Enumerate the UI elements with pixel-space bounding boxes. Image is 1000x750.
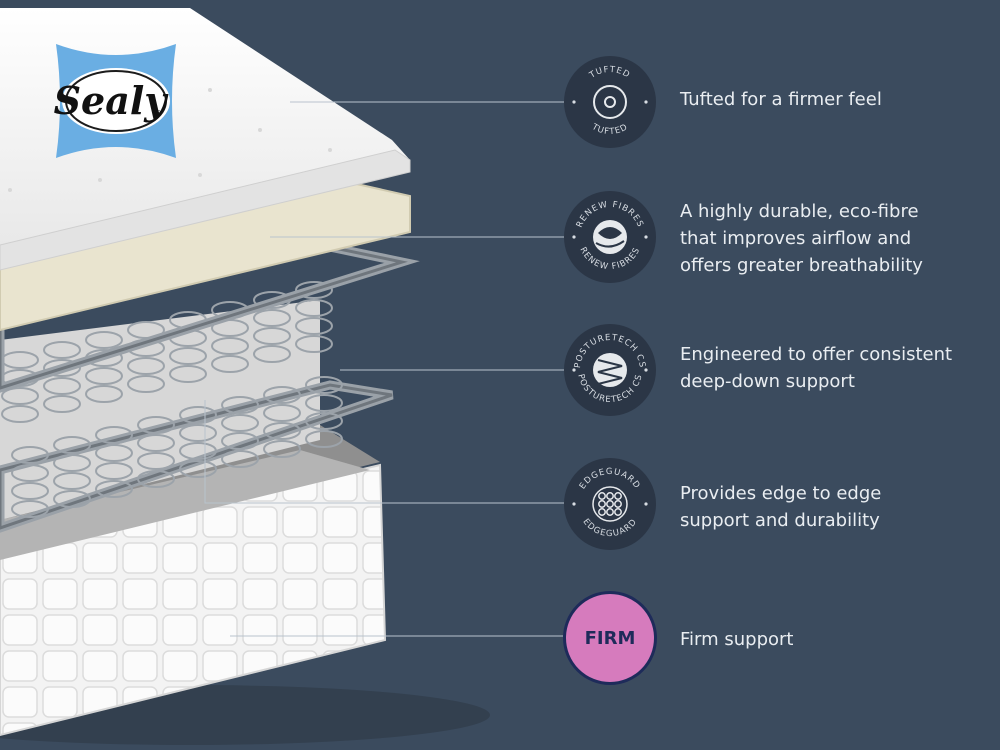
spring-coil [85, 331, 123, 349]
spring-coil [221, 396, 259, 414]
spring-coil [179, 424, 217, 442]
spring-coil [305, 394, 343, 412]
spring-coil [253, 345, 291, 363]
coil-icon [593, 353, 627, 387]
spring-coil [85, 367, 123, 385]
spring-coil [137, 434, 175, 452]
spring-coil [263, 386, 301, 404]
spring-coil [43, 341, 81, 359]
spring-coil [11, 464, 49, 482]
badge-text-bottom: TUFTED [589, 122, 630, 138]
spring-coil [1, 387, 39, 405]
spring-coil [211, 355, 249, 373]
spring-coil [137, 452, 175, 470]
posturetech-description: Engineered to offer consistent deep-down… [680, 344, 953, 392]
spring-coil [43, 377, 81, 395]
spring-coil [253, 327, 291, 345]
spring-coil [179, 406, 217, 424]
tufted-description: Tufted for a firmer feel [680, 89, 882, 110]
firmness-label: FIRM [584, 627, 636, 649]
spring-coil [295, 299, 333, 317]
firmness-description: Firm support [680, 629, 794, 650]
spring-coil [263, 422, 301, 440]
leader-lines [204, 101, 564, 637]
spring-coil [263, 404, 301, 422]
spring-coil [305, 430, 343, 448]
spring-coil [221, 450, 259, 468]
edge-coil-layer [0, 380, 394, 533]
spring-coil [137, 416, 175, 434]
registered-mark: ® [154, 109, 162, 118]
spring-coil [137, 470, 175, 488]
flower-icon [593, 85, 627, 119]
spring-coil [221, 414, 259, 432]
spring-coil [305, 412, 343, 430]
spring-coil [1, 405, 39, 423]
spring-coil [211, 337, 249, 355]
spring-coil [305, 376, 343, 394]
spring-coil [95, 426, 133, 444]
spring-coil [43, 395, 81, 413]
spring-coil [221, 432, 259, 450]
spring-coil [295, 317, 333, 335]
spring-coil [127, 357, 165, 375]
spring-coil [179, 442, 217, 460]
spring-coil [53, 436, 91, 454]
spring-coil [53, 472, 91, 490]
firmness-badge: FIRM [563, 591, 657, 685]
spring-coil [295, 281, 333, 299]
spring-coil [85, 385, 123, 403]
spring-coil [179, 460, 217, 478]
renew-description: A highly durable, eco-fibre that improve… [680, 201, 923, 276]
spring-coil [169, 365, 207, 383]
pocket-springs [1, 281, 343, 518]
spring-coil [95, 480, 133, 498]
edgeguard-description: Provides edge to edge support and durabi… [680, 483, 882, 531]
spring-coil [53, 490, 91, 508]
leaf-icon [593, 220, 627, 254]
spring-coil [263, 440, 301, 458]
sealy-logo: Sealy ® [50, 44, 182, 158]
spring-coil [53, 454, 91, 472]
spring-coil [253, 309, 291, 327]
spring-coil [127, 375, 165, 393]
spring-coil [95, 462, 133, 480]
spring-coil [43, 359, 81, 377]
inner-fabric [0, 300, 320, 520]
brand-name: Sealy [54, 78, 170, 123]
spring-coil [95, 444, 133, 462]
coils-grid-icon [592, 486, 628, 522]
spring-coil [11, 482, 49, 500]
spring-coil [169, 347, 207, 365]
spring-coil [11, 500, 49, 518]
spring-coil [11, 446, 49, 464]
spring-coil [295, 335, 333, 353]
tufted-badge: TUFTED TUFTED [564, 56, 656, 148]
badge-text-top: TUFTED [587, 65, 632, 81]
